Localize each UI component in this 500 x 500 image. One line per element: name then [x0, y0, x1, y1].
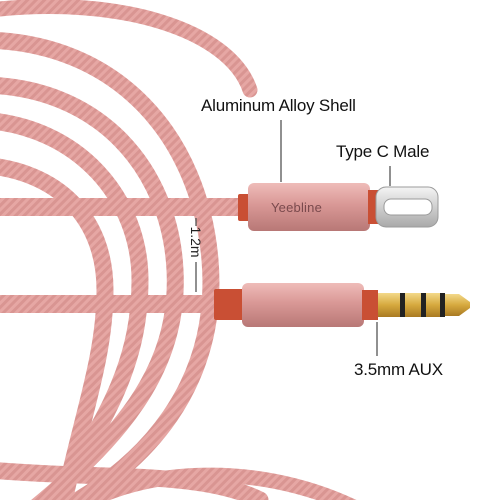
aux-label: 3.5mm AUX [354, 360, 443, 379]
brand-engraving: Yeebline [271, 200, 323, 215]
typec-cable-segment [0, 198, 245, 216]
aux-connector [214, 283, 470, 327]
cable-length-label: 1.2m [188, 226, 204, 258]
callout-lines [195, 120, 391, 356]
type-c-label: Type C Male [336, 142, 430, 161]
typec-connector [238, 183, 439, 231]
aux-cable-segment [0, 295, 220, 313]
aluminum-shell-label: Aluminum Alloy Shell [201, 96, 356, 115]
coiled-cable [0, 0, 357, 500]
